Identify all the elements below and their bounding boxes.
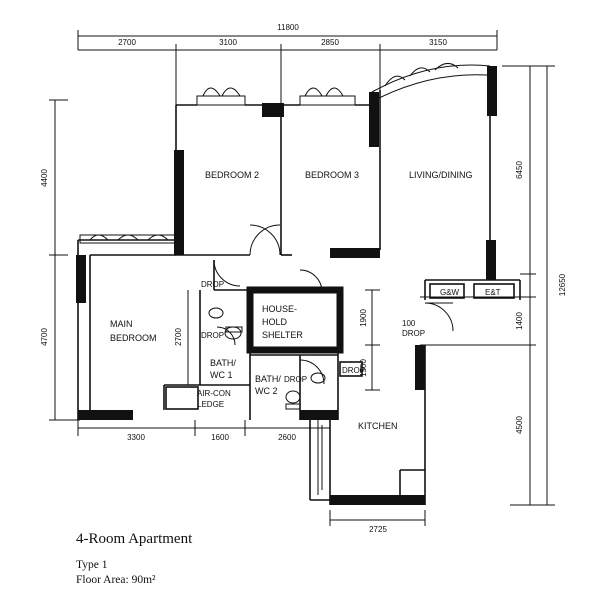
label-drop-4: DROP	[342, 366, 365, 375]
room-bath-2a: BATH/	[255, 374, 281, 384]
dim-top-1: 2700	[118, 38, 136, 47]
plan-floor-area: Floor Area: 90m²	[76, 574, 156, 586]
dim-right-1: 6450	[515, 161, 524, 179]
fixture-labels: G&W E&T DROP DROP DROP DROP 100 DROP	[201, 280, 501, 384]
sanitary-fixtures	[208, 307, 326, 410]
dim-kitchen-width: 2725	[369, 525, 387, 534]
dim-overall-width: 11800	[277, 23, 299, 32]
dimension-lines	[49, 30, 555, 526]
dim-bottom-1: 3300	[127, 433, 145, 442]
label-drop-2: DROP	[201, 331, 224, 340]
dim-right-2: 1400	[515, 312, 524, 330]
label-et: E&T	[485, 288, 501, 297]
dim-top-4: 3150	[429, 38, 447, 47]
room-bath-1b: WC 1	[210, 370, 233, 380]
dim-inner-shelter: 1900	[359, 309, 368, 327]
plan-title: 4-Room Apartment	[76, 531, 193, 547]
dim-bottom-2: 1600	[211, 433, 229, 442]
dim-top-2: 3100	[219, 38, 237, 47]
dim-left-1: 4400	[40, 169, 49, 187]
room-bath-2b: WC 2	[255, 386, 278, 396]
dim-inner-kitchen: 1500	[359, 359, 368, 377]
label-drop100-2: DROP	[402, 329, 425, 338]
room-bath-1a: BATH/	[210, 358, 236, 368]
room-aircon-2: LEDGE	[197, 400, 224, 409]
label-drop-1: DROP	[201, 280, 224, 289]
room-shelter-2: HOLD	[262, 317, 288, 327]
dimension-labels: 11800 2700 3100 2850 3150 3300 1600 2600…	[40, 23, 567, 534]
room-aircon-1: AIR-CON	[197, 389, 231, 398]
thick-walls	[76, 66, 497, 505]
room-shelter-3: SHELTER	[262, 330, 303, 340]
room-bedroom-3: BEDROOM 3	[305, 170, 359, 180]
dim-bottom-3: 2600	[278, 433, 296, 442]
dim-left-2: 4700	[40, 328, 49, 346]
dim-inner-bath: 2700	[174, 328, 183, 346]
dim-right-outer: 12650	[558, 273, 567, 296]
door-swings	[213, 224, 454, 385]
room-kitchen: KITCHEN	[358, 421, 398, 431]
windows	[79, 63, 491, 495]
dim-right-3: 4500	[515, 416, 524, 434]
room-main-bedroom-1: MAIN	[110, 319, 133, 329]
label-drop-3: DROP	[284, 375, 307, 384]
label-drop100-1: 100	[402, 319, 416, 328]
room-labels: BEDROOM 2 BEDROOM 3 LIVING/DINING MAIN B…	[110, 170, 473, 431]
room-main-bedroom-2: BEDROOM	[110, 333, 157, 343]
dim-top-3: 2850	[321, 38, 339, 47]
room-living-dining: LIVING/DINING	[409, 170, 473, 180]
label-gw: G&W	[440, 288, 460, 297]
plan-type: Type 1	[76, 559, 108, 571]
room-shelter-1: HOUSE-	[262, 304, 297, 314]
room-bedroom-2: BEDROOM 2	[205, 170, 259, 180]
